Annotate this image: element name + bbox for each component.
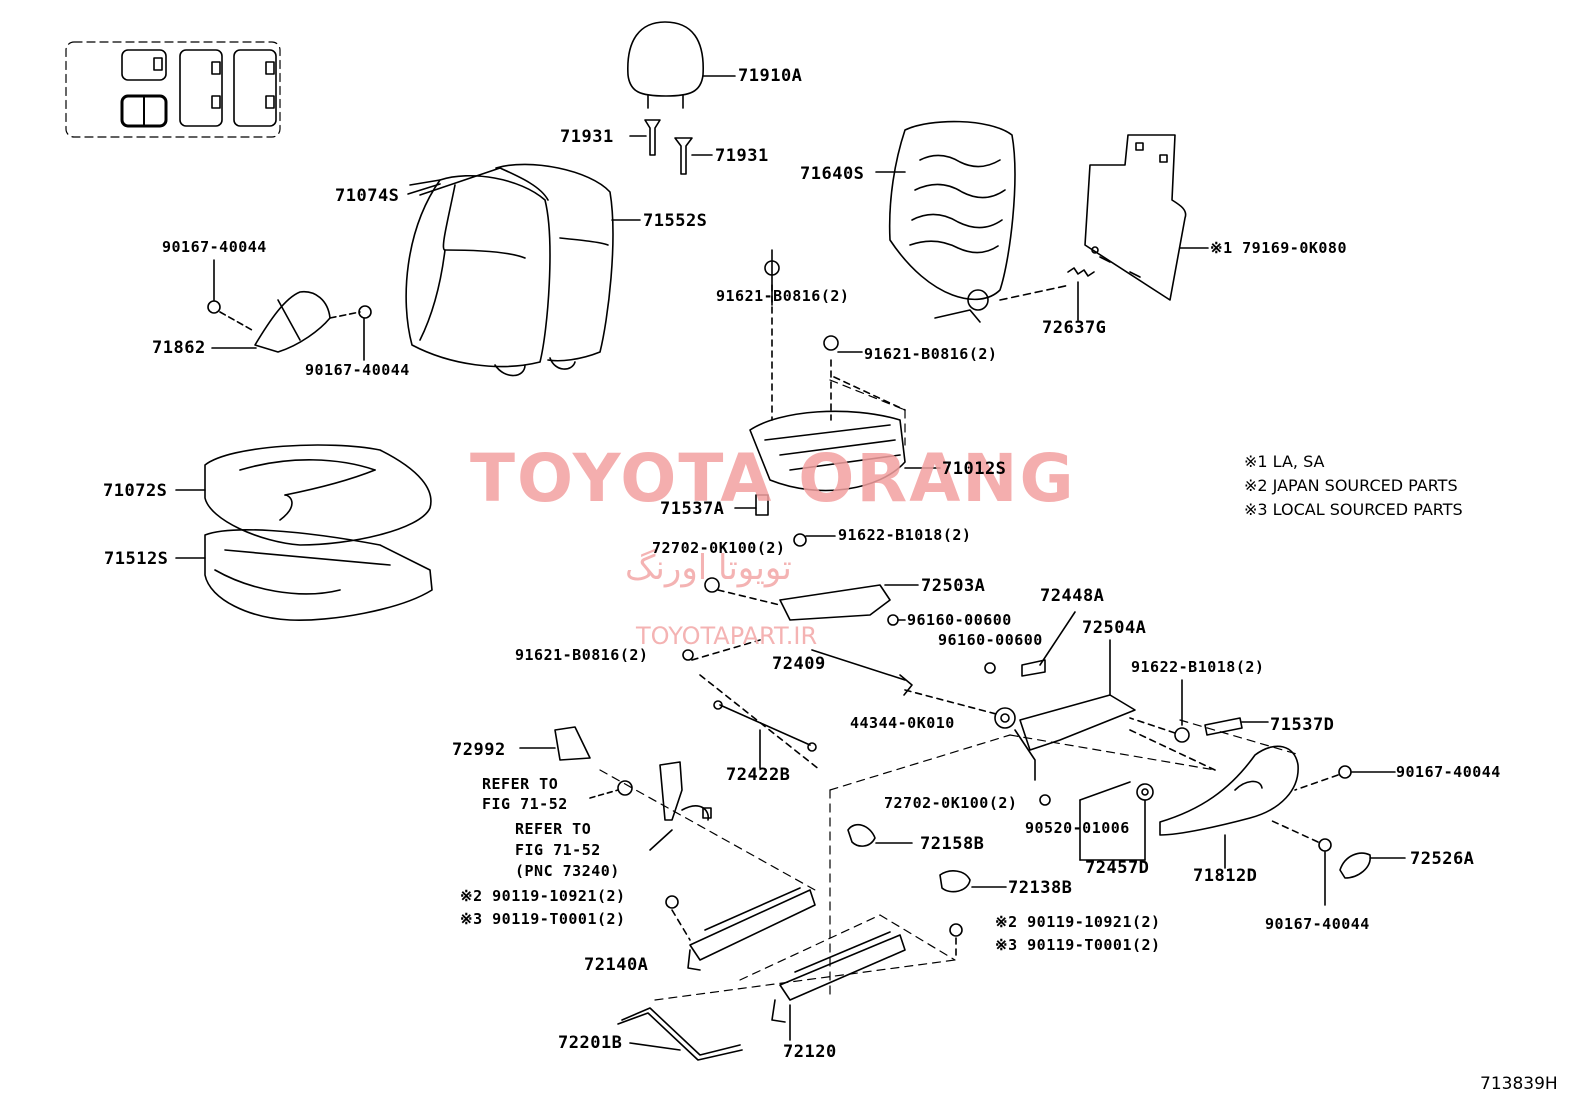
part-label[interactable]: 90167-40044 (305, 361, 410, 379)
spacer-icon (1204, 717, 1269, 736)
torsion-bar-icon (811, 649, 1001, 716)
part-label[interactable]: 91621-B0816(2) (864, 345, 998, 363)
part-label[interactable]: 72702-0K100(2) (652, 539, 786, 557)
part-label[interactable]: 71862 (152, 338, 206, 358)
part-label[interactable]: 72158B (920, 834, 985, 854)
part-label[interactable]: 91621-B0816(2) (515, 646, 649, 664)
screw-icon (1269, 765, 1396, 906)
part-label[interactable]: 71537A (660, 499, 725, 519)
part-label[interactable]: 72457D (1085, 858, 1150, 878)
part-label[interactable]: ※3 90119-T0001(2) (995, 936, 1161, 954)
reference-note[interactable]: REFER TO (482, 775, 559, 793)
part-label[interactable]: 71910A (738, 66, 803, 86)
part-label[interactable]: 71931 (715, 146, 769, 166)
side-shield-icon (1159, 745, 1299, 869)
recliner-cover-icon (207, 259, 372, 361)
part-label[interactable]: 96160-00600 (907, 611, 1012, 629)
part-label[interactable]: 71552S (643, 211, 708, 231)
part-label[interactable]: ※2 90119-10921(2) (995, 913, 1161, 931)
part-label[interactable]: 90167-40044 (1265, 915, 1370, 933)
part-label[interactable]: 71812D (1193, 866, 1258, 886)
watermark-brand: TOYOTA ORANG (470, 440, 1076, 517)
part-label[interactable]: 72702-0K100(2) (884, 794, 1018, 812)
part-label[interactable]: 72120 (783, 1042, 837, 1062)
spring-icon (1067, 267, 1095, 321)
part-label[interactable]: 91622-B1018(2) (1131, 658, 1265, 676)
back-board-icon (1084, 134, 1209, 301)
headrest-icon (627, 21, 736, 109)
seat-cushion-cover-icon (175, 444, 433, 622)
part-label[interactable]: 71012S (942, 459, 1007, 479)
note-2: ※2 JAPAN SOURCED PARTS (1244, 476, 1458, 495)
part-label[interactable]: 72138B (1008, 878, 1073, 898)
part-label[interactable]: 72504A (1082, 618, 1147, 638)
part-label[interactable]: 71640S (800, 164, 865, 184)
part-label[interactable]: 90167-40044 (162, 238, 267, 256)
part-label[interactable]: 71931 (560, 127, 614, 147)
connecting-rod-icon (682, 639, 821, 771)
seat-cushion-frame-icon (734, 410, 941, 516)
watermark-url: TOYOTAPART.IR (636, 622, 818, 650)
recliner-adjuster-icon (704, 533, 919, 626)
part-label[interactable]: 72140A (584, 955, 649, 975)
part-label[interactable]: 72448A (1040, 586, 1105, 606)
reference-note[interactable]: FIG 71-52 (482, 795, 568, 813)
part-label[interactable]: 72992 (452, 740, 506, 760)
seat-belt-buckle-icon (589, 761, 712, 851)
bolt-icon (1129, 679, 1190, 743)
part-label[interactable]: 91621-B0816(2) (716, 287, 850, 305)
note-3: ※3 LOCAL SOURCED PARTS (1244, 500, 1463, 519)
part-label[interactable]: 72422B (726, 765, 791, 785)
knob-icon (1039, 781, 1154, 861)
part-label[interactable]: ※1 79169-0K080 (1210, 239, 1347, 257)
note-1: ※1 LA, SA (1244, 452, 1325, 471)
reference-note[interactable]: (PNC 73240) (515, 862, 620, 880)
wire-icon (617, 1007, 743, 1061)
part-label[interactable]: 72637G (1042, 318, 1107, 338)
clip-icon (847, 823, 1007, 893)
part-label[interactable]: 72503A (921, 576, 986, 596)
part-label[interactable]: 44344-0K010 (850, 714, 955, 732)
cover-cap-icon (1339, 852, 1406, 879)
bracket-icon (519, 726, 633, 796)
seat-track-icon (665, 887, 963, 1041)
part-label[interactable]: 71072S (103, 481, 168, 501)
part-label[interactable]: ※3 90119-T0001(2) (460, 910, 626, 928)
part-label[interactable]: 91622-B1018(2) (838, 526, 972, 544)
bolt-icon (764, 249, 906, 421)
seatback-frame-icon (875, 120, 1071, 323)
part-label[interactable]: 90167-40044 (1396, 763, 1501, 781)
part-label[interactable]: 71512S (104, 549, 169, 569)
part-label[interactable]: 71537D (1270, 715, 1335, 735)
seat-type-legend-icon (65, 41, 281, 138)
part-label[interactable]: 72201B (558, 1033, 623, 1053)
figure-number: 713839H (1480, 1074, 1558, 1094)
assembly-guide-lines (599, 379, 1301, 1001)
headrest-support-icon (629, 119, 713, 175)
seatback-cover-icon (405, 163, 641, 377)
part-label[interactable]: 96160-00600 (938, 631, 1043, 649)
reference-note[interactable]: FIG 71-52 (515, 841, 601, 859)
watermark-persian: تویوتا اورنگ (625, 548, 792, 588)
part-label[interactable]: 72409 (772, 654, 826, 674)
part-label[interactable]: ※2 90119-10921(2) (460, 887, 626, 905)
reference-note[interactable]: REFER TO (515, 820, 592, 838)
part-label[interactable]: 72526A (1410, 849, 1475, 869)
part-label[interactable]: 71074S (335, 186, 400, 206)
height-adjuster-icon (984, 611, 1216, 781)
part-label[interactable]: 90520-01006 (1025, 819, 1130, 837)
